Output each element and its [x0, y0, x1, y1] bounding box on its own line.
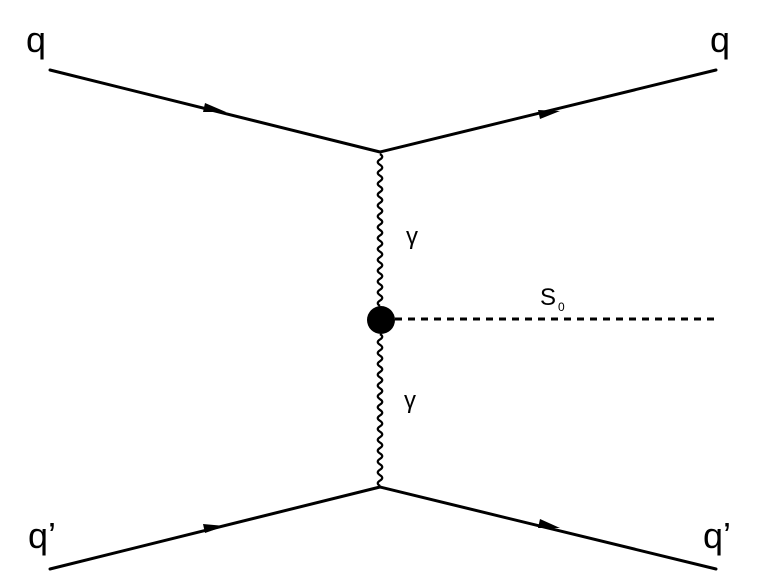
label-quark-in-top: q: [26, 19, 46, 60]
quark-line-top-outgoing: [378, 68, 718, 154]
arrow-top-outgoing-icon: [538, 110, 560, 119]
quark-line-bottom-outgoing: [378, 485, 718, 571]
photon-line-upper: [376, 153, 384, 307]
label-photon-lower: γ: [404, 387, 416, 414]
label-photon-upper: γ: [406, 223, 418, 250]
arrow-top-incoming-icon: [203, 103, 226, 112]
label-quark-out-bottom: q’: [703, 515, 731, 556]
photon-line-lower: [376, 333, 384, 487]
arrow-bottom-incoming-icon: [203, 524, 225, 533]
quark-line-bottom-incoming: [48, 485, 382, 571]
arrow-bottom-outgoing-icon: [538, 519, 560, 528]
effective-vertex-blob: [367, 306, 395, 334]
label-scalar: S: [540, 284, 556, 311]
label-scalar-subscript: 0: [558, 300, 565, 314]
quark-line-top-incoming: [48, 68, 382, 154]
label-quark-in-bottom: q’: [28, 515, 56, 556]
label-quark-out-top: q: [710, 19, 730, 60]
